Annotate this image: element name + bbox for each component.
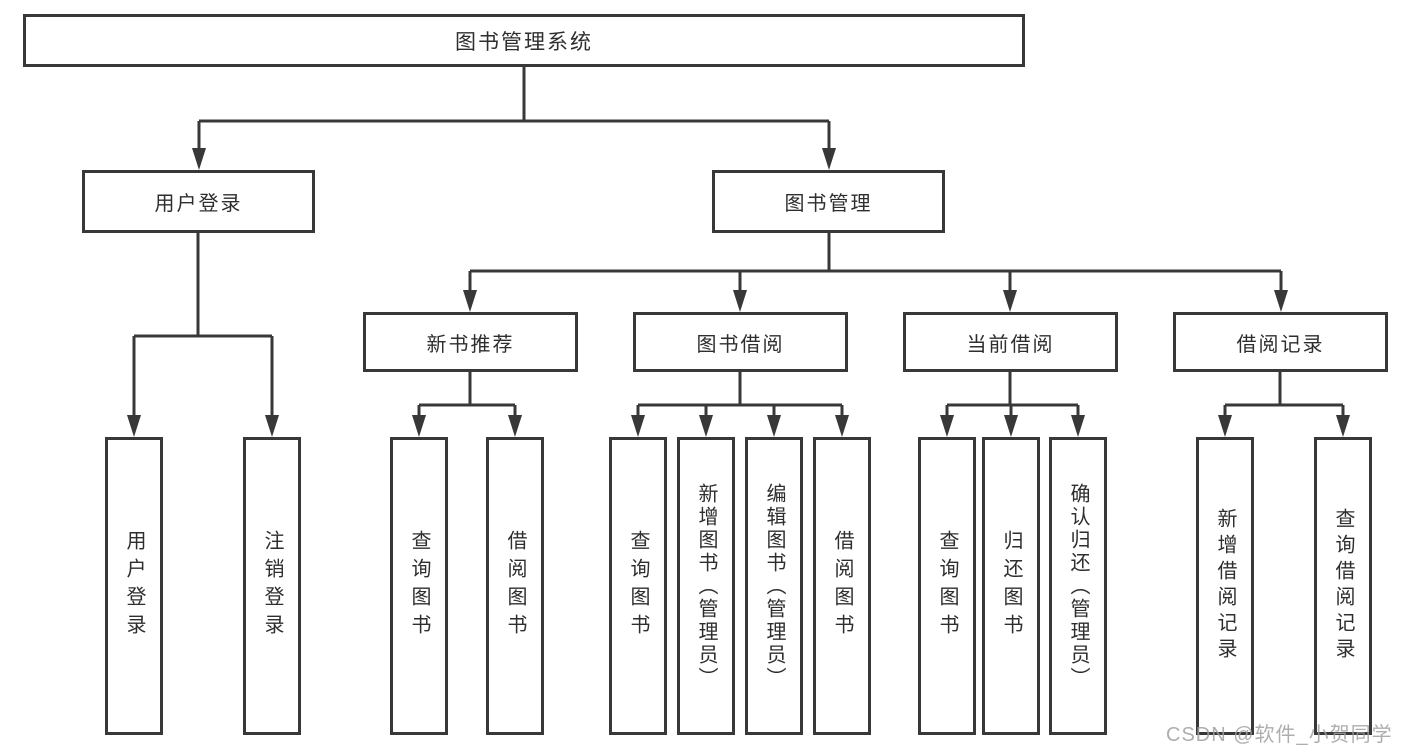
leaf-bb-edit-books-label: 编辑图书（管理员） — [763, 482, 785, 690]
connector-user-login-children — [132, 233, 274, 418]
leaf-cb-return-books-label: 归还图书 — [1000, 530, 1022, 642]
node-new-book-recommend-label: 新书推荐 — [426, 333, 515, 356]
node-root-label: 图书管理系统 — [455, 30, 593, 54]
node-book-borrow-label: 图书借阅 — [696, 333, 785, 356]
connector-new-book-children — [417, 372, 517, 418]
connector-borrow-records-children — [1223, 372, 1345, 418]
leaf-logout-label: 注销登录 — [261, 530, 283, 642]
connector-root-to-level2 — [197, 67, 831, 152]
leaf-nb-borrow-books-label: 借阅图书 — [504, 530, 526, 642]
leaf-br-query-record: 查询借阅记录 — [1314, 437, 1372, 735]
node-borrow-records-label: 借阅记录 — [1236, 333, 1325, 356]
leaf-bb-query-books: 查询图书 — [609, 437, 667, 735]
leaf-br-query-record-label: 查询借阅记录 — [1332, 508, 1354, 664]
node-current-borrow-label: 当前借阅 — [966, 333, 1055, 356]
node-new-book-recommend: 新书推荐 — [363, 312, 578, 372]
leaf-bb-edit-books: 编辑图书（管理员） — [745, 437, 803, 735]
node-user-login: 用户登录 — [82, 170, 315, 233]
node-borrow-records: 借阅记录 — [1173, 312, 1388, 372]
leaf-cb-confirm-return: 确认归还（管理员） — [1049, 437, 1107, 735]
leaf-user-login-label: 用户登录 — [123, 530, 145, 642]
node-current-borrow: 当前借阅 — [903, 312, 1118, 372]
watermark: CSDN @软件_小贺同学 — [1166, 724, 1393, 746]
leaf-cb-query-books-label: 查询图书 — [936, 530, 958, 642]
connector-book-borrow-children — [636, 372, 844, 418]
leaf-br-add-record: 新增借阅记录 — [1196, 437, 1254, 735]
leaf-cb-return-books: 归还图书 — [982, 437, 1040, 735]
leaf-cb-confirm-return-label: 确认归还（管理员） — [1067, 482, 1089, 690]
leaf-logout: 注销登录 — [243, 437, 301, 735]
leaf-bb-query-books-label: 查询图书 — [627, 530, 649, 642]
leaf-br-add-record-label: 新增借阅记录 — [1214, 508, 1236, 664]
connector-book-management-children — [468, 233, 1283, 294]
leaf-user-login: 用户登录 — [105, 437, 163, 735]
connector-current-borrow-children — [945, 372, 1080, 418]
leaf-nb-query-books: 查询图书 — [390, 437, 448, 735]
leaf-bb-add-books-label: 新增图书（管理员） — [695, 482, 717, 690]
node-root: 图书管理系统 — [23, 14, 1025, 67]
node-book-management: 图书管理 — [712, 170, 945, 233]
node-book-management-label: 图书管理 — [784, 193, 873, 215]
node-user-login-label: 用户登录 — [154, 193, 243, 215]
arrowheads — [127, 148, 1350, 437]
leaf-nb-query-books-label: 查询图书 — [408, 530, 430, 642]
leaf-bb-borrow-books-label: 借阅图书 — [831, 530, 853, 642]
leaf-nb-borrow-books: 借阅图书 — [486, 437, 544, 735]
leaf-bb-add-books: 新增图书（管理员） — [677, 437, 735, 735]
leaf-bb-borrow-books: 借阅图书 — [813, 437, 871, 735]
node-book-borrow: 图书借阅 — [633, 312, 848, 372]
leaf-cb-query-books: 查询图书 — [918, 437, 976, 735]
